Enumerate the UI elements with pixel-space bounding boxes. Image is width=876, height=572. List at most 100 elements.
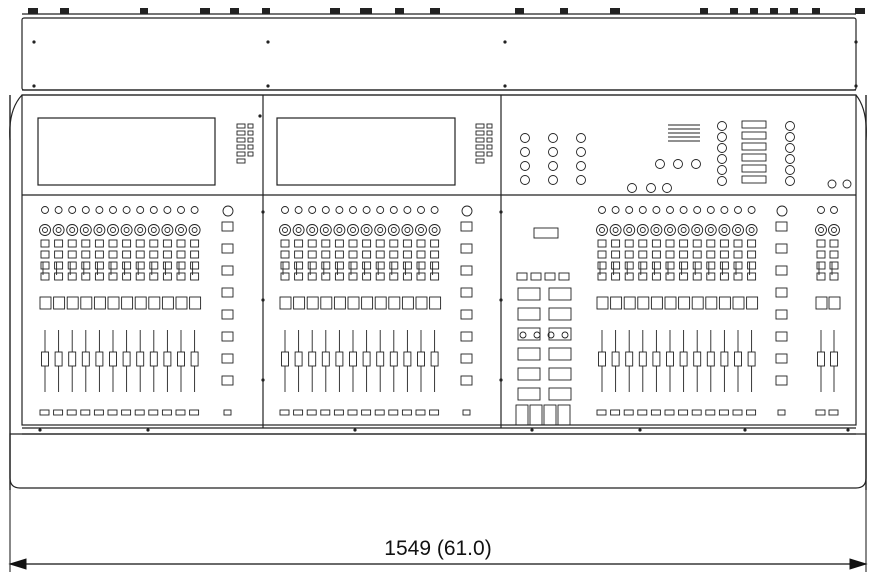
gain-knob [625, 206, 634, 214]
channel-key [375, 239, 385, 248]
dimension-label: 1549 (61.0) [384, 537, 491, 560]
gain-knob [638, 206, 647, 214]
channel-key [307, 272, 317, 281]
rear-connector [812, 8, 820, 14]
encoder-knob [374, 224, 387, 236]
gain-knob [41, 206, 49, 214]
screw [530, 428, 534, 432]
gain-knob [830, 206, 838, 214]
select-key [610, 409, 621, 416]
encoder-knob [664, 224, 676, 236]
channel-key [362, 272, 372, 281]
select-key [306, 409, 317, 416]
channel-key [54, 250, 64, 259]
encoder-knob-cap [418, 227, 424, 233]
encoder-knob [134, 224, 147, 236]
channel-key [719, 272, 729, 281]
encoder-knob-cap [748, 227, 755, 233]
encoder-knob [39, 224, 51, 236]
select-key [347, 409, 358, 416]
select-key [333, 409, 344, 416]
channel-key [402, 261, 412, 270]
fader-cap [349, 351, 357, 367]
gain-knob [403, 206, 412, 214]
channel-key [611, 250, 621, 259]
channel-key [733, 250, 743, 259]
channel-name-display [189, 296, 202, 310]
fader-cap [830, 351, 838, 367]
channel-key [94, 239, 104, 248]
encoder-knob-cap [831, 227, 837, 233]
screw [266, 40, 270, 44]
master-key [775, 375, 788, 386]
master-key [460, 353, 473, 364]
rear-connector [230, 8, 239, 14]
panel-knob [662, 183, 672, 193]
centre-knob [547, 331, 555, 339]
encoder-knob-cap [350, 227, 356, 233]
channel-key [719, 239, 729, 248]
gain-knob [109, 206, 117, 214]
gain-knob [136, 206, 145, 214]
fader-cap [652, 351, 661, 367]
user-knob [222, 205, 234, 217]
eq-knob [576, 175, 586, 185]
channel-name-display [148, 296, 161, 310]
right-arrowhead [849, 558, 868, 570]
encoder-knob [828, 224, 840, 236]
eq-knob [520, 175, 530, 185]
gain-knob [335, 206, 344, 214]
master-key [221, 375, 234, 386]
panel-knob [627, 183, 637, 193]
eq-knob [576, 147, 586, 157]
select-key [596, 409, 607, 416]
channel-key [651, 261, 661, 270]
channel-key [651, 250, 661, 259]
channel-key [624, 239, 634, 248]
channel-key [611, 261, 621, 270]
parameter-key [741, 164, 767, 173]
encoder-knob [175, 224, 187, 236]
gain-knob [68, 206, 77, 214]
gain-knob [54, 206, 63, 214]
channel-key [679, 250, 689, 259]
channel-name-display [664, 296, 677, 310]
screen-side-button [247, 151, 254, 157]
encoder-knob-cap [336, 227, 343, 233]
master-key [460, 331, 473, 342]
master-key [221, 243, 234, 254]
gain-knob [81, 206, 90, 214]
channel-key [597, 250, 607, 259]
fader-cap [68, 351, 77, 367]
channel-key [747, 239, 757, 248]
fader-cap [403, 351, 412, 367]
channel-name-display [732, 296, 745, 310]
screen-side-button [247, 123, 254, 129]
encoder-knob-cap [164, 227, 171, 233]
encoder-knob-cap [82, 227, 89, 233]
channel-key [307, 250, 317, 259]
select-key [374, 409, 385, 416]
screen-side-button [475, 130, 485, 136]
eq-knob [520, 147, 530, 157]
eq-knob [576, 133, 586, 143]
encoder-knob-cap [322, 227, 329, 233]
select-key [361, 409, 372, 416]
master-key [460, 265, 473, 276]
channel-key [402, 250, 412, 259]
encoder-knob-cap [653, 227, 660, 233]
encoder-knob-cap [282, 227, 288, 233]
encoder-knob [428, 224, 441, 236]
centre-key [548, 307, 572, 321]
select-key [718, 409, 729, 416]
channel-name-display [80, 296, 93, 310]
master-key [460, 243, 473, 254]
channel-name-display [429, 296, 442, 310]
fader-cap [81, 351, 90, 367]
select-key [189, 409, 200, 416]
gain-knob [321, 206, 330, 214]
master-key [775, 309, 788, 320]
encoder-knob [279, 224, 291, 236]
centre-small-key [558, 272, 570, 281]
screen-side-button [486, 151, 493, 157]
